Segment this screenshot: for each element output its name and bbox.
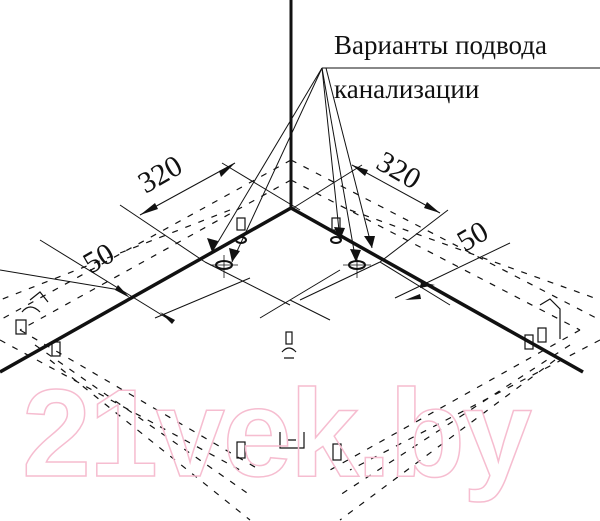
right-wall-axis: [290, 206, 584, 374]
arrow: [420, 282, 435, 288]
leader-arrowheads: [207, 227, 375, 262]
callout-label-line1: Варианты подвода: [334, 30, 547, 60]
arrow: [405, 294, 421, 300]
arrow: [160, 312, 175, 324]
dim-50-right-lines: [379, 242, 511, 306]
crosshairs: [210, 255, 371, 278]
arrow: [424, 202, 440, 213]
arrow: [140, 203, 158, 215]
arrow: [352, 165, 368, 176]
drain-fitting-upper-left: [235, 236, 247, 244]
arrow: [115, 285, 130, 298]
callout-label-line2: канализации: [334, 74, 480, 104]
leader-lines: [211, 67, 373, 263]
siphon-details: [15, 217, 561, 461]
left-wall-axis: [0, 206, 292, 374]
dim-50-left-lines: [0, 239, 251, 321]
dim-320-right-lines: [289, 164, 449, 263]
floor-center-lines: [204, 261, 381, 321]
arrow: [219, 163, 235, 177]
drain-fitting-upper-right: [330, 236, 342, 244]
